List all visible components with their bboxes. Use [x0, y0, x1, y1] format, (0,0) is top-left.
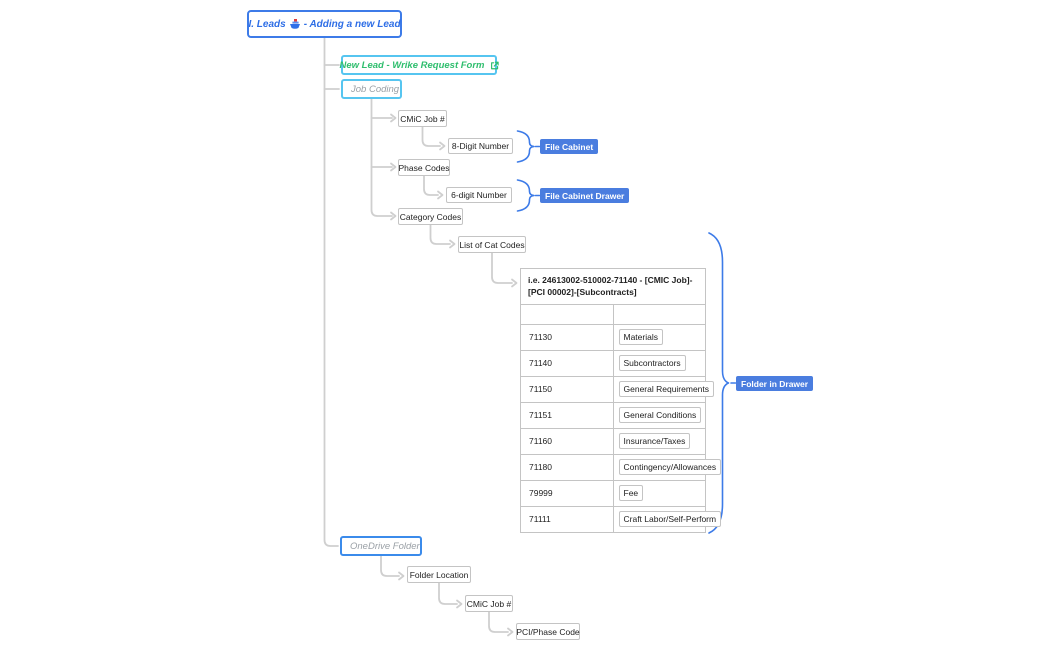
code-label-box[interactable]: Subcontractors — [618, 355, 686, 372]
table-header-row: i.e. 24613002-510002-71140 - [CMIC Job]-… — [520, 268, 706, 305]
code-cell: 71150 — [520, 375, 614, 403]
job-coding-label: Job Coding — [351, 83, 400, 95]
pci-phase-code-label: PCI/Phase Code — [516, 626, 580, 637]
code-label-box[interactable]: Materials — [618, 329, 663, 346]
table-row: 71111 Craft Labor/Self-Perform — [520, 505, 722, 533]
code-label-box[interactable]: Fee — [618, 485, 644, 502]
code-label-box[interactable]: Insurance/Taxes — [618, 433, 691, 450]
node-pci-phase-code[interactable]: PCI/Phase Code — [516, 623, 580, 640]
arrowhead — [437, 190, 444, 200]
node-root[interactable]: I. Leads - Adding a new Lead — [247, 10, 402, 38]
brace-file-cabinet — [516, 130, 535, 163]
brace-file-cabinet-drawer — [516, 179, 535, 212]
connector-root-trunk-to-onedrive — [323, 37, 339, 547]
list-of-cat-codes-label: List of Cat Codes — [459, 239, 525, 250]
code-label-box[interactable]: Contingency/Allowances — [618, 459, 722, 476]
category-codes-label: Category Codes — [399, 211, 462, 222]
node-cmic-job-2[interactable]: CMiC Job # — [465, 595, 513, 612]
arrowhead — [507, 627, 514, 637]
file-cabinet-label: File Cabinet — [545, 141, 594, 152]
node-folder-location[interactable]: Folder Location — [407, 566, 471, 583]
code-cell: 71151 — [520, 401, 614, 429]
external-link-icon — [490, 61, 499, 70]
node-list-of-cat-codes[interactable]: List of Cat Codes — [458, 236, 526, 253]
table-row: 71160 Insurance/Taxes — [520, 427, 706, 455]
node-phase-codes[interactable]: Phase Codes — [398, 159, 450, 176]
phase-codes-label: Phase Codes — [398, 162, 450, 173]
code-cell: 71130 — [520, 323, 614, 351]
arrowhead — [390, 113, 397, 123]
code-label-box[interactable]: General Requirements — [618, 381, 715, 398]
connector-to-folder-location — [380, 555, 400, 577]
cmic-job-2-label: CMiC Job # — [466, 598, 512, 609]
table-row: 71150 General Requirements — [520, 375, 715, 403]
root-label-prefix: I. Leads — [248, 18, 286, 30]
code-label-box[interactable]: Craft Labor/Self-Perform — [618, 511, 722, 528]
arrowhead — [398, 571, 405, 581]
chip-file-cabinet-drawer[interactable]: File Cabinet Drawer — [540, 188, 630, 203]
folder-location-label: Folder Location — [409, 569, 469, 580]
new-lead-label: New Lead - Wrike Request Form — [339, 59, 485, 71]
table-row: 71180 Contingency/Allowances — [520, 453, 722, 481]
eight-digit-label: 8-Digit Number — [451, 141, 510, 151]
onedrive-folder-label: OneDrive Folder — [350, 540, 420, 552]
node-six-digit-number[interactable]: 6-digit Number — [446, 187, 512, 203]
node-new-lead-wrike-form[interactable]: New Lead - Wrike Request Form — [339, 55, 499, 75]
table-header-cell: i.e. 24613002-510002-71140 - [CMIC Job]-… — [520, 268, 706, 305]
arrowhead — [390, 211, 397, 221]
node-onedrive-folder[interactable]: OneDrive Folder — [340, 536, 422, 556]
code-label-box[interactable]: General Conditions — [618, 407, 702, 424]
connector-to-list-of-cat-codes — [429, 224, 451, 245]
table-empty-row — [520, 303, 706, 325]
arrowhead — [390, 162, 397, 172]
arrowhead — [456, 599, 463, 609]
root-label-suffix: - Adding a new Lead — [303, 18, 401, 30]
code-cell: 79999 — [520, 479, 614, 507]
folder-in-drawer-label: Folder in Drawer — [741, 378, 809, 389]
connector-to-pci-phase-code — [488, 611, 509, 633]
table-row: 71151 General Conditions — [520, 401, 706, 429]
ship-icon — [289, 18, 301, 30]
node-eight-digit-number[interactable]: 8-Digit Number — [448, 138, 513, 154]
table-row: 79999 Fee — [520, 479, 706, 507]
node-cmic-job[interactable]: CMiC Job # — [398, 110, 447, 127]
code-cell: 71111 — [520, 505, 614, 533]
code-cell: 71160 — [520, 427, 614, 455]
table-row: 71140 Subcontractors — [520, 349, 706, 377]
node-job-coding[interactable]: Job Coding — [341, 79, 402, 99]
empty-cell — [612, 303, 706, 325]
connector-to-eight-digit — [421, 126, 441, 147]
connector-to-cmic-job-2 — [438, 582, 458, 605]
connector-job-coding-trunk — [370, 98, 393, 217]
chip-file-cabinet[interactable]: File Cabinet — [540, 139, 599, 154]
empty-cell — [520, 303, 614, 325]
connector-to-six-digit — [423, 175, 439, 196]
six-digit-label: 6-digit Number — [451, 190, 507, 200]
arrowhead — [439, 141, 446, 151]
arrowhead — [511, 278, 518, 288]
connector-to-table — [491, 252, 513, 284]
table-row: 71130 Materials — [520, 323, 706, 351]
file-cabinet-drawer-label: File Cabinet Drawer — [545, 190, 625, 201]
code-cell: 71180 — [520, 453, 614, 481]
cat-codes-table[interactable]: i.e. 24613002-510002-71140 - [CMIC Job]-… — [520, 268, 722, 533]
node-category-codes[interactable]: Category Codes — [398, 208, 463, 225]
arrowhead — [449, 239, 456, 249]
cmic-job-label: CMiC Job # — [400, 113, 445, 124]
chip-folder-in-drawer[interactable]: Folder in Drawer — [736, 376, 814, 391]
code-cell: 71140 — [520, 349, 614, 377]
